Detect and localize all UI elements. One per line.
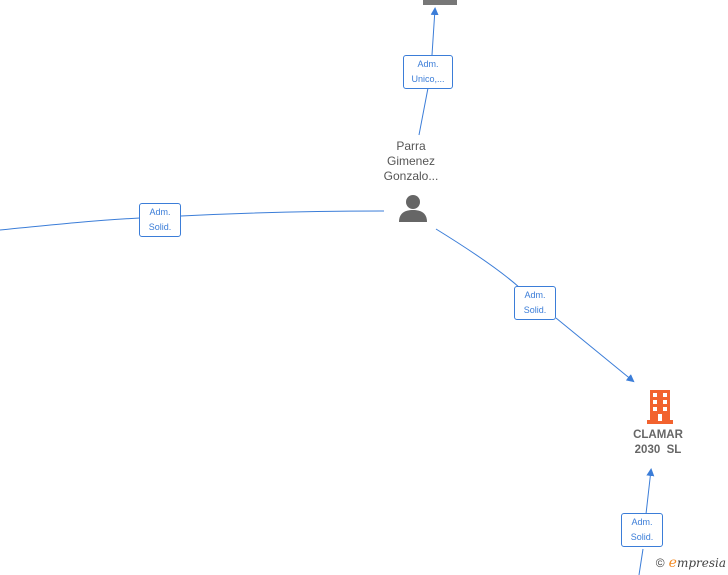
edge-line-left	[0, 210, 385, 231]
brand-logo: empresia	[668, 555, 726, 571]
building-icon[interactable]	[645, 390, 675, 424]
edge-label-top: Adm. Unico,...	[403, 55, 453, 89]
edge-line-top	[418, 9, 435, 136]
person-name[interactable]: Parra Gimenez Gonzalo...	[383, 139, 439, 183]
person-icon[interactable]	[398, 193, 428, 223]
building-icon[interactable]	[423, 0, 457, 6]
company-name[interactable]: CLAMAR 2030 SL	[633, 429, 683, 456]
edge-line-bottom	[638, 470, 651, 575]
copyright-notice: © empresia	[656, 555, 726, 571]
edge-label-bottom: Adm. Solid.	[621, 513, 663, 547]
edge-line-to-clamar	[435, 228, 633, 381]
edge-label-to-clamar: Adm. Solid.	[514, 286, 556, 320]
copyright-symbol: ©	[655, 556, 665, 570]
edge-label-left: Adm. Solid.	[139, 203, 181, 237]
